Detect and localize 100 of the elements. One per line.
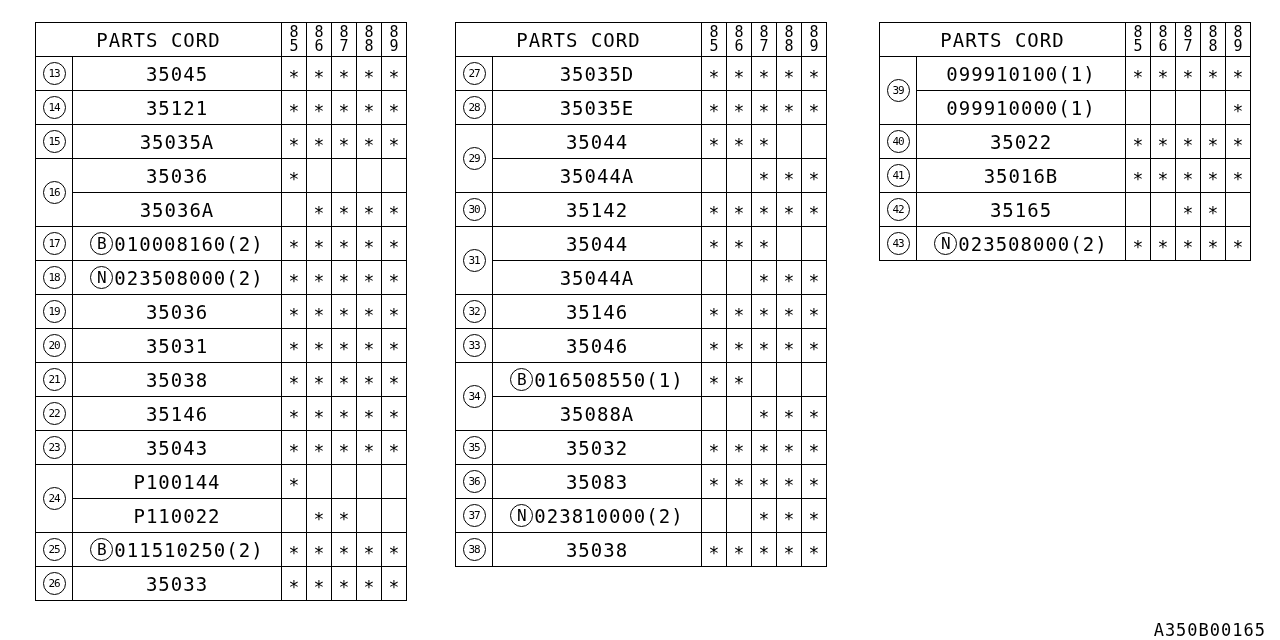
model-year: 89 [1232,24,1244,53]
asterisk-mark: ∗ [1207,63,1219,84]
asterisk-mark: ∗ [288,335,300,356]
model-year: 85 [288,24,300,53]
asterisk-mark: ∗ [338,301,350,322]
asterisk-mark: ∗ [363,199,375,220]
model-year: 89 [808,24,820,53]
asterisk-mark: ∗ [363,369,375,390]
asterisk-mark: ∗ [1157,63,1169,84]
asterisk-mark: ∗ [808,199,820,220]
asterisk-mark: ∗ [758,403,770,424]
asterisk-mark: ∗ [363,573,375,594]
asterisk-mark: ∗ [758,505,770,526]
part-number: 016508550(1) [534,368,684,391]
asterisk-mark: ∗ [733,131,745,152]
asterisk-mark: ∗ [808,63,820,84]
asterisk-mark: ∗ [1182,233,1194,254]
model-year: 87 [1182,24,1194,53]
asterisk-mark: ∗ [288,369,300,390]
asterisk-mark: ∗ [1182,131,1194,152]
asterisk-mark: ∗ [313,505,325,526]
asterisk-mark: ∗ [313,97,325,118]
asterisk-mark: ∗ [758,131,770,152]
part-number: 35032 [565,436,629,459]
asterisk-mark: ∗ [808,403,820,424]
asterisk-mark: ∗ [733,471,745,492]
asterisk-mark: ∗ [388,403,400,424]
asterisk-mark: ∗ [708,97,720,118]
asterisk-mark: ∗ [708,233,720,254]
asterisk-mark: ∗ [733,335,745,356]
asterisk-mark: ∗ [808,437,820,458]
asterisk-mark: ∗ [338,573,350,594]
asterisk-mark: ∗ [1232,97,1244,118]
asterisk-mark: ∗ [338,505,350,526]
asterisk-mark: ∗ [388,539,400,560]
asterisk-mark: ∗ [313,63,325,84]
part-number: P100144 [133,470,221,493]
asterisk-mark: ∗ [758,233,770,254]
part-number: 011510250(2) [114,538,264,561]
asterisk-mark: ∗ [288,471,300,492]
asterisk-mark: ∗ [363,63,375,84]
asterisk-mark: ∗ [808,301,820,322]
model-year: 85 [1132,24,1144,53]
asterisk-mark: ∗ [783,505,795,526]
part-number: 35035E [559,96,635,119]
part-number: 35031 [145,334,209,357]
asterisk-mark: ∗ [1132,233,1144,254]
asterisk-mark: ∗ [363,97,375,118]
asterisk-mark: ∗ [313,539,325,560]
asterisk-mark: ∗ [708,369,720,390]
asterisk-mark: ∗ [363,267,375,288]
asterisk-mark: ∗ [1207,199,1219,220]
asterisk-mark: ∗ [783,97,795,118]
asterisk-mark: ∗ [783,471,795,492]
asterisk-mark: ∗ [733,97,745,118]
part-number: P110022 [133,504,221,527]
asterisk-mark: ∗ [733,369,745,390]
part-number: 023508000(2) [114,266,264,289]
asterisk-mark: ∗ [733,437,745,458]
asterisk-mark: ∗ [288,301,300,322]
model-year: 86 [733,24,745,53]
asterisk-mark: ∗ [288,131,300,152]
asterisk-mark: ∗ [758,471,770,492]
asterisk-mark: ∗ [1232,165,1244,186]
asterisk-mark: ∗ [783,63,795,84]
column-header: PARTS CORD [96,28,221,51]
part-number: 35142 [565,198,629,221]
asterisk-mark: ∗ [1207,131,1219,152]
asterisk-mark: ∗ [288,97,300,118]
asterisk-mark: ∗ [338,403,350,424]
asterisk-mark: ∗ [313,131,325,152]
asterisk-mark: ∗ [363,335,375,356]
part-number: 35044 [565,130,629,153]
asterisk-mark: ∗ [758,199,770,220]
part-number: 35044 [565,232,629,255]
model-year: 86 [313,24,325,53]
asterisk-mark: ∗ [288,437,300,458]
asterisk-mark: ∗ [313,335,325,356]
asterisk-mark: ∗ [808,97,820,118]
asterisk-mark: ∗ [388,97,400,118]
asterisk-mark: ∗ [1132,63,1144,84]
asterisk-mark: ∗ [1232,233,1244,254]
asterisk-mark: ∗ [388,131,400,152]
asterisk-mark: ∗ [783,267,795,288]
asterisk-mark: ∗ [313,301,325,322]
asterisk-mark: ∗ [338,233,350,254]
asterisk-mark: ∗ [708,539,720,560]
asterisk-mark: ∗ [288,267,300,288]
asterisk-mark: ∗ [388,267,400,288]
asterisk-mark: ∗ [288,403,300,424]
asterisk-mark: ∗ [1132,165,1144,186]
asterisk-mark: ∗ [338,267,350,288]
part-number: 35043 [145,436,209,459]
asterisk-mark: ∗ [1207,233,1219,254]
asterisk-mark: ∗ [288,539,300,560]
asterisk-mark: ∗ [708,199,720,220]
asterisk-mark: ∗ [808,267,820,288]
asterisk-mark: ∗ [708,437,720,458]
model-year: 85 [708,24,720,53]
asterisk-mark: ∗ [758,267,770,288]
